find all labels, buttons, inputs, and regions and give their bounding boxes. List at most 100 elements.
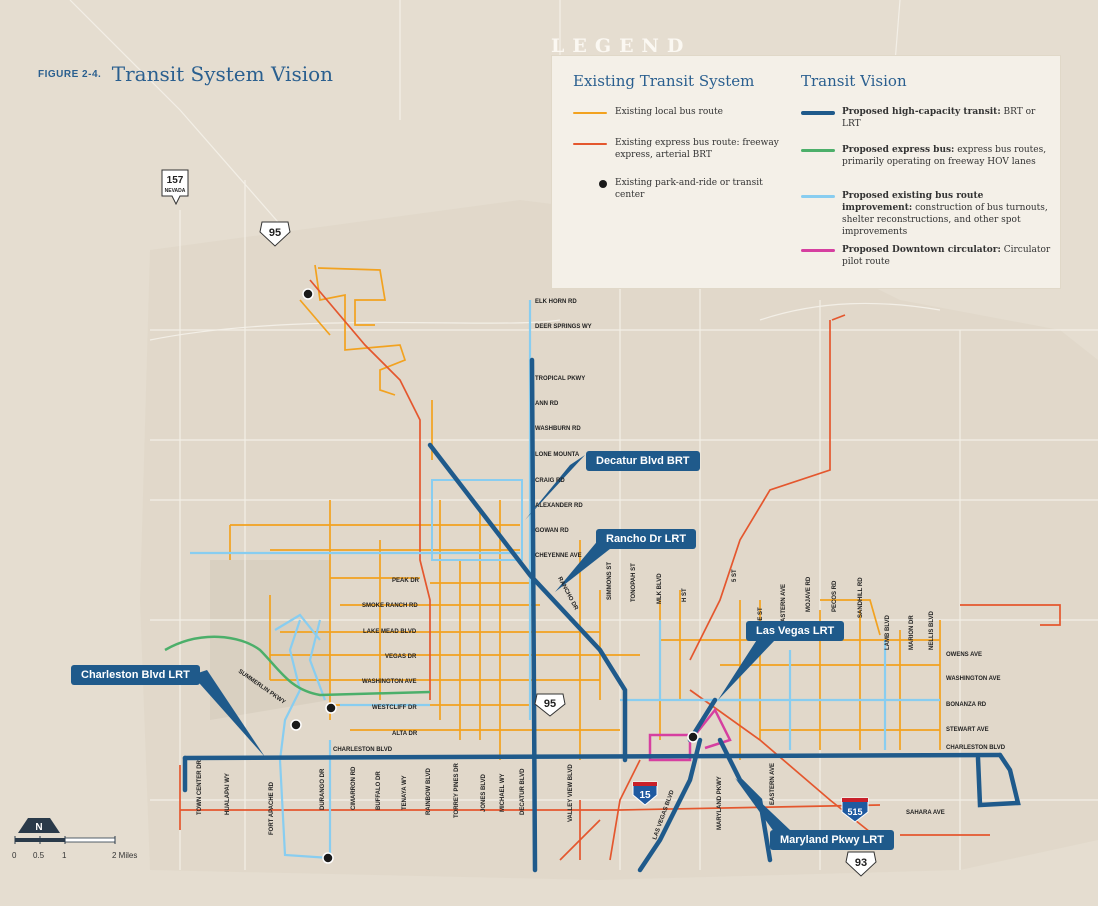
background-streets xyxy=(69,0,1098,870)
legend-item-express-proposed: Proposed express bus: express bus routes… xyxy=(842,144,1052,168)
street-deer-springs: DEER SPRINGS WY xyxy=(535,324,592,330)
legend-item-circulator-text: Circulator pilot route xyxy=(842,245,1051,267)
legend-item-route-improvement-text: construction of bus turnouts, shelter re… xyxy=(842,203,1048,237)
street-washburn: WASHBURN RD xyxy=(535,426,581,432)
street-craig: CRAIG RD xyxy=(535,478,565,484)
street-michael: MICHAEL WY xyxy=(500,773,506,812)
legend-item-park-and-ride: Existing park-and-ride or transit center xyxy=(615,178,763,200)
legend-swatch-express-proposed xyxy=(801,149,835,152)
street-eastern-south: EASTERN AVE xyxy=(770,763,776,805)
street-alta: ALTA DR xyxy=(392,731,418,737)
callout-las-vegas-lrt[interactable]: Las Vegas LRT xyxy=(746,621,845,641)
callout-rancho-lrt[interactable]: Rancho Dr LRT xyxy=(596,529,697,549)
figure-title-text: Transit System Vision xyxy=(111,62,334,86)
street-lamb: LAMB BLVD xyxy=(885,614,891,650)
street-torrey-pines: TORREY PINES DR xyxy=(454,763,460,818)
street-vegas: VEGAS DR xyxy=(385,654,417,660)
street-westcliff: WESTCLIFF DR xyxy=(372,705,417,711)
street-bonanza: BONANZA RD xyxy=(946,702,987,708)
legend-swatch-express-bus xyxy=(573,143,607,145)
north-arrow-label: N xyxy=(35,822,42,833)
shield-i515-number: 515 xyxy=(847,807,862,817)
scale-bar: N xyxy=(14,818,116,844)
legend-item-high-capacity-bold: Proposed high-capacity transit: xyxy=(842,107,1001,117)
callout-pointers xyxy=(192,455,790,840)
legend-swatch-local-bus xyxy=(573,112,607,114)
park-and-ride-north xyxy=(302,288,314,300)
legend-item-route-improvement: Proposed existing bus route improvement:… xyxy=(842,190,1052,238)
shield-i15: 15 xyxy=(632,781,658,806)
park-and-ride-westcliff xyxy=(325,702,337,714)
legend-item-circulator-bold: Proposed Downtown circulator: xyxy=(842,245,1001,255)
street-5-st: 5 ST xyxy=(732,569,738,582)
scale-tick-2: 2 Miles xyxy=(112,851,138,860)
transit-center-downtown xyxy=(687,731,699,743)
street-h-st: H ST xyxy=(682,588,688,602)
street-durango: DURANGO DR xyxy=(320,768,326,810)
street-gowan: GOWAN RD xyxy=(535,528,569,534)
legend-panel: Existing Transit System Transit Vision E… xyxy=(551,55,1061,289)
street-stewart: STEWART AVE xyxy=(946,727,989,733)
shield-us95-mid-number: 95 xyxy=(544,698,556,710)
street-cheyenne: CHEYENNE AVE xyxy=(535,553,582,559)
legend-existing-heading: Existing Transit System xyxy=(573,72,755,90)
scale-tick-0: 0 xyxy=(12,851,17,860)
shield-sr157-state: NEVADA xyxy=(165,188,186,194)
local-bus-routes xyxy=(229,264,941,760)
street-charleston-east: CHARLESTON BLVD xyxy=(946,745,1006,751)
street-mlk: MLK BLVD xyxy=(657,573,663,604)
route-improvements xyxy=(190,300,940,860)
legend-item-route-improvement-bold: Proposed existing bus route improvement: xyxy=(842,191,984,213)
street-pecos: PECOS RD xyxy=(832,580,838,612)
street-tenaya: TENAYA WY xyxy=(402,775,408,810)
shield-i15-number: 15 xyxy=(639,790,651,801)
legend-swatch-park-and-ride xyxy=(599,180,607,188)
street-sahara: SAHARA AVE xyxy=(906,810,945,816)
figure-label: FIGURE 2-4. xyxy=(38,68,102,80)
street-elk-horn: ELK HORN RD xyxy=(535,299,577,305)
street-charleston-west: CHARLESTON BLVD xyxy=(333,747,393,753)
shield-us93-number: 93 xyxy=(855,857,867,869)
legend-item-express-proposed-text: express bus routes, primarily operating … xyxy=(842,145,1047,167)
park-and-ride-fort-apache xyxy=(290,719,302,731)
street-eastern-north: EASTERN AVE xyxy=(781,584,787,626)
street-maryland: MARYLAND PKWY xyxy=(717,776,723,830)
park-and-ride-south xyxy=(322,852,334,864)
street-marion: MARION DR xyxy=(909,615,915,650)
park-and-ride-markers[interactable] xyxy=(290,288,699,864)
street-jones: JONES BLVD xyxy=(481,773,487,812)
street-labels-horizontal: ELK HORN RD DEER SPRINGS WY TROPICAL PKW… xyxy=(333,299,1006,816)
street-labels-vertical: TOWN CENTER DR HUALAPAI WY FORT APACHE R… xyxy=(197,562,935,841)
downtown-circulator xyxy=(648,707,732,762)
street-buffalo: BUFFALO DR xyxy=(376,771,382,810)
street-decatur: DECATUR BLVD xyxy=(520,768,526,815)
legend-swatch-route-improvement xyxy=(801,195,835,198)
street-town-center: TOWN CENTER DR xyxy=(197,759,203,815)
shield-us95-north: 95 xyxy=(259,221,291,247)
shield-us95-mid: 95 xyxy=(534,693,566,717)
scale-tick-1: 1 xyxy=(62,851,67,860)
legend-swatch-circulator xyxy=(801,249,835,252)
street-tonopah: TONOPAH ST xyxy=(631,563,637,602)
street-rainbow: RAINBOW BLVD xyxy=(426,767,432,815)
proposed-express-bus xyxy=(164,635,431,697)
legend-item-express-bus: Existing express bus route: freeway expr… xyxy=(615,138,779,160)
street-owens: OWENS AVE xyxy=(946,652,982,658)
street-washington-west: WASHINGTON AVE xyxy=(362,679,417,685)
street-sandhill: SANDHILL RD xyxy=(858,577,864,618)
callout-charleston-lrt[interactable]: Charleston Blvd LRT xyxy=(71,665,200,685)
street-nellis: NELLIS BLVD xyxy=(929,610,935,650)
legend-item-local-bus: Existing local bus route xyxy=(615,107,723,117)
street-cimarron: CIMARRON RD xyxy=(351,766,357,810)
shield-us95-north-number: 95 xyxy=(269,227,281,239)
legend-vision-heading: Transit Vision xyxy=(801,72,907,90)
street-valley-view: VALLEY VIEW BLVD xyxy=(568,764,574,822)
shield-sr157: 157 NEVADA xyxy=(161,169,189,206)
street-simmons: SIMMONS ST xyxy=(607,562,613,600)
callout-maryland-lrt[interactable]: Maryland Pkwy LRT xyxy=(770,830,894,850)
street-smoke-ranch: SMOKE RANCH RD xyxy=(362,603,418,609)
legend-item-high-capacity-text: BRT or LRT xyxy=(842,107,1036,129)
callout-decatur-brt[interactable]: Decatur Blvd BRT xyxy=(586,451,700,471)
street-ann: ANN RD xyxy=(535,401,559,407)
legend-item-high-capacity: Proposed high-capacity transit: BRT or L… xyxy=(842,106,1052,130)
